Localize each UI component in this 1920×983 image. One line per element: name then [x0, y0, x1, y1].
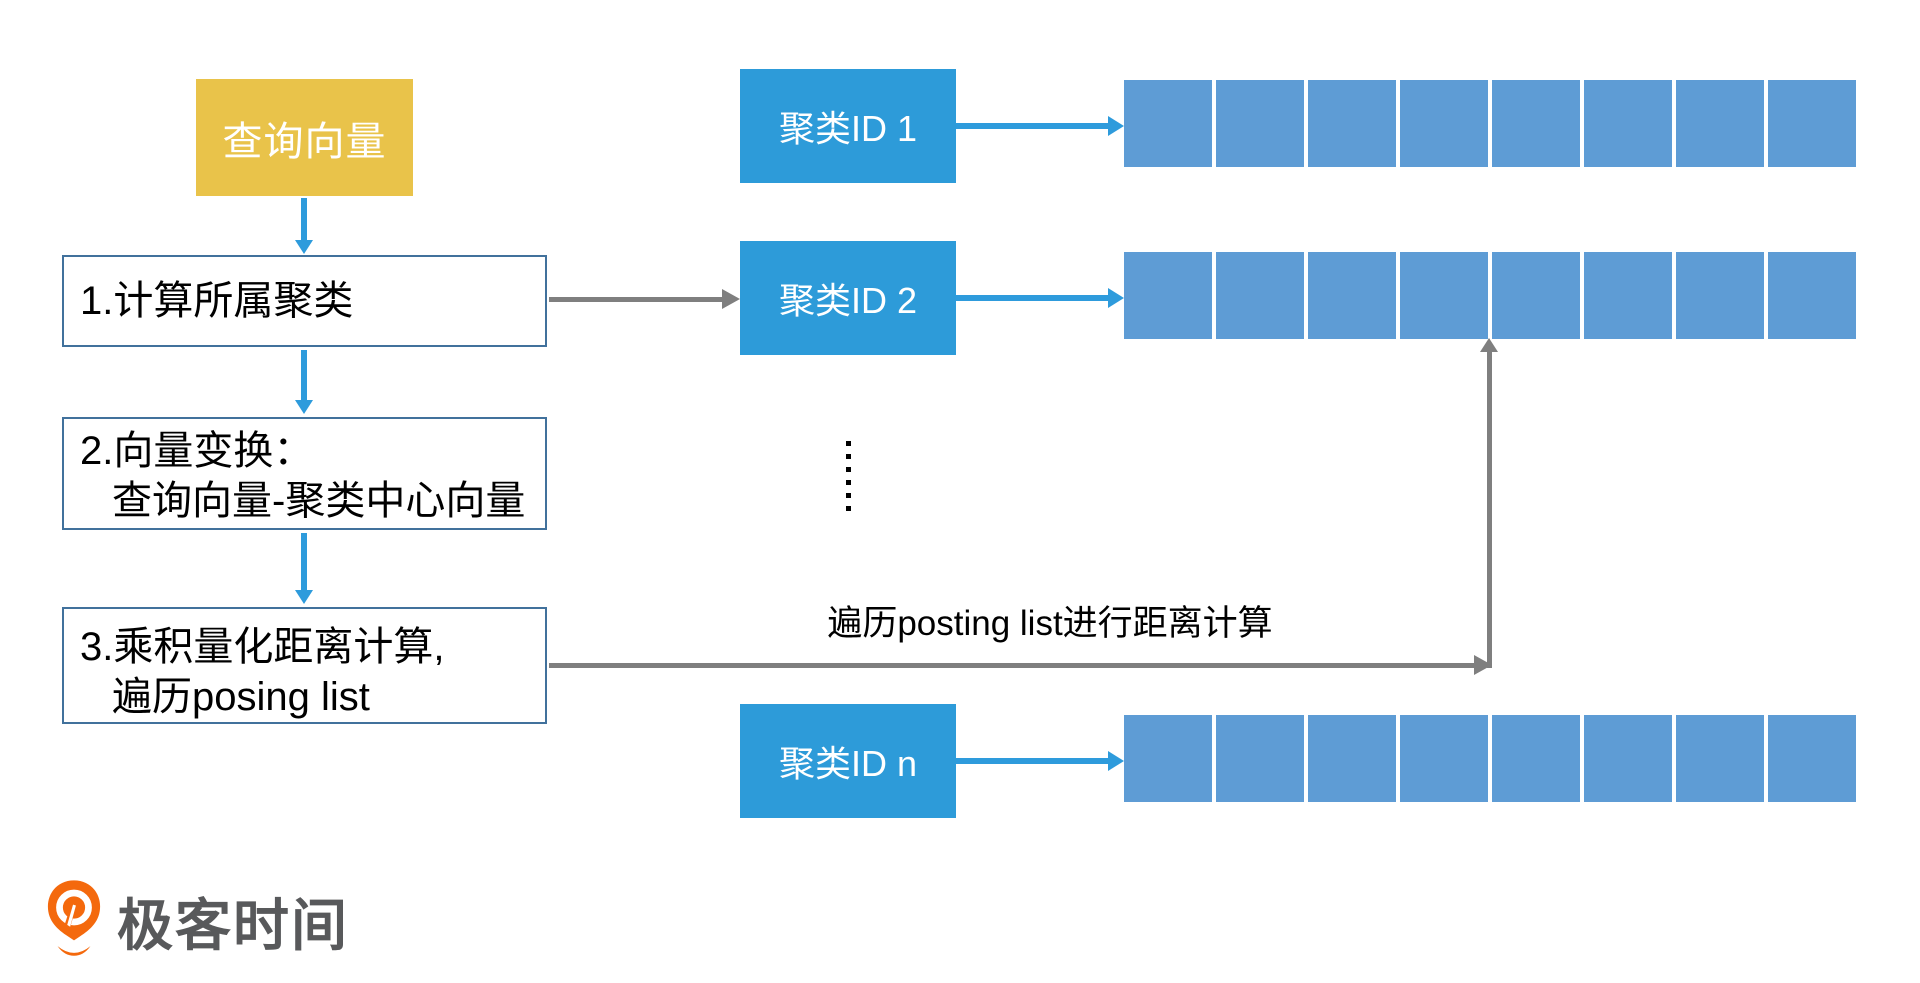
ellipsis-dot	[846, 467, 851, 472]
arrow-down-step2-to-step3	[295, 533, 313, 604]
cluster-id-1-box: 聚类ID 1	[740, 69, 956, 183]
arrow-step3-traverse-horizontal	[549, 655, 1492, 675]
posting-cell	[1124, 715, 1212, 802]
posting-cell	[1400, 252, 1488, 339]
posting-cell	[1124, 252, 1212, 339]
posting-cell	[1676, 715, 1764, 802]
arrow-head-icon	[295, 590, 313, 604]
arrow-cluster1-to-list	[956, 116, 1124, 136]
arrow-head-icon	[1108, 116, 1124, 136]
posting-cell	[1768, 252, 1856, 339]
arrow-down-step1-to-step2	[295, 350, 313, 414]
step1-line1: 1.计算所属聚类	[80, 279, 354, 323]
cluster-row-2: 聚类ID 2	[740, 241, 1860, 355]
cluster-id-n-box: 聚类ID n	[740, 704, 956, 818]
step3-line2: 遍历posing list	[112, 675, 370, 719]
posting-cell	[1308, 252, 1396, 339]
posting-cell	[1124, 80, 1212, 167]
step1-box: 1.计算所属聚类	[62, 255, 547, 347]
step2-line1: 2.向量变换：	[80, 429, 314, 473]
posting-cell	[1216, 715, 1304, 802]
arrow-traverse-up-to-row2	[1480, 338, 1498, 668]
step3-line1: 3.乘积量化距离计算,	[80, 625, 445, 669]
arrow-head-icon	[295, 400, 313, 414]
geektime-logo-icon	[47, 880, 101, 956]
cluster-id-2-box: 聚类ID 2	[740, 241, 956, 355]
ellipsis-dot	[846, 480, 851, 485]
arrow-head-icon	[722, 289, 740, 309]
posting-list-row-n	[1124, 715, 1856, 802]
posting-cell	[1492, 715, 1580, 802]
step2-box: 2.向量变换： 查询向量-聚类中心向量	[62, 417, 547, 530]
arrow-head-icon	[295, 240, 313, 254]
posting-cell	[1676, 252, 1764, 339]
arrow-head-icon	[1480, 338, 1498, 352]
ellipsis-dot	[846, 493, 851, 498]
posting-cell	[1676, 80, 1764, 167]
ellipsis-dot	[846, 454, 851, 459]
posting-cell	[1584, 715, 1672, 802]
query-vector-box: 查询向量	[196, 79, 413, 196]
vertical-ellipsis	[846, 441, 851, 511]
posting-cell	[1584, 252, 1672, 339]
posting-cell	[1216, 80, 1304, 167]
step2-line2: 查询向量-聚类中心向量	[112, 479, 526, 523]
arrow-cluster2-to-list	[956, 288, 1124, 308]
posting-cell	[1768, 715, 1856, 802]
step3-box: 3.乘积量化距离计算, 遍历posing list	[62, 607, 547, 724]
cluster-row-n: 聚类ID n	[740, 704, 1860, 818]
posting-list-row-1	[1124, 80, 1856, 167]
posting-cell	[1308, 80, 1396, 167]
geektime-logo: 极客时间	[45, 878, 349, 964]
traverse-posting-list-label: 遍历posting list进行距离计算	[827, 604, 1273, 643]
posting-cell	[1492, 80, 1580, 167]
posting-cell	[1308, 715, 1396, 802]
arrow-step1-to-cluster2	[549, 289, 740, 309]
ellipsis-dot	[846, 441, 851, 446]
posting-cell	[1768, 80, 1856, 167]
posting-cell	[1584, 80, 1672, 167]
cluster-row-1: 聚类ID 1	[740, 69, 1860, 183]
posting-cell	[1400, 80, 1488, 167]
posting-cell	[1400, 715, 1488, 802]
arrow-head-icon	[1108, 751, 1124, 771]
query-vector-label: 查询向量	[222, 119, 387, 164]
posting-list-row-2	[1124, 252, 1856, 339]
arrow-head-icon	[1108, 288, 1124, 308]
arrow-down-query-to-step1	[295, 198, 313, 254]
posting-cell	[1216, 252, 1304, 339]
ellipsis-dot	[846, 506, 851, 511]
posting-cell	[1492, 252, 1580, 339]
arrow-clustern-to-list	[956, 751, 1124, 771]
geektime-logo-text: 极客时间	[117, 893, 349, 957]
